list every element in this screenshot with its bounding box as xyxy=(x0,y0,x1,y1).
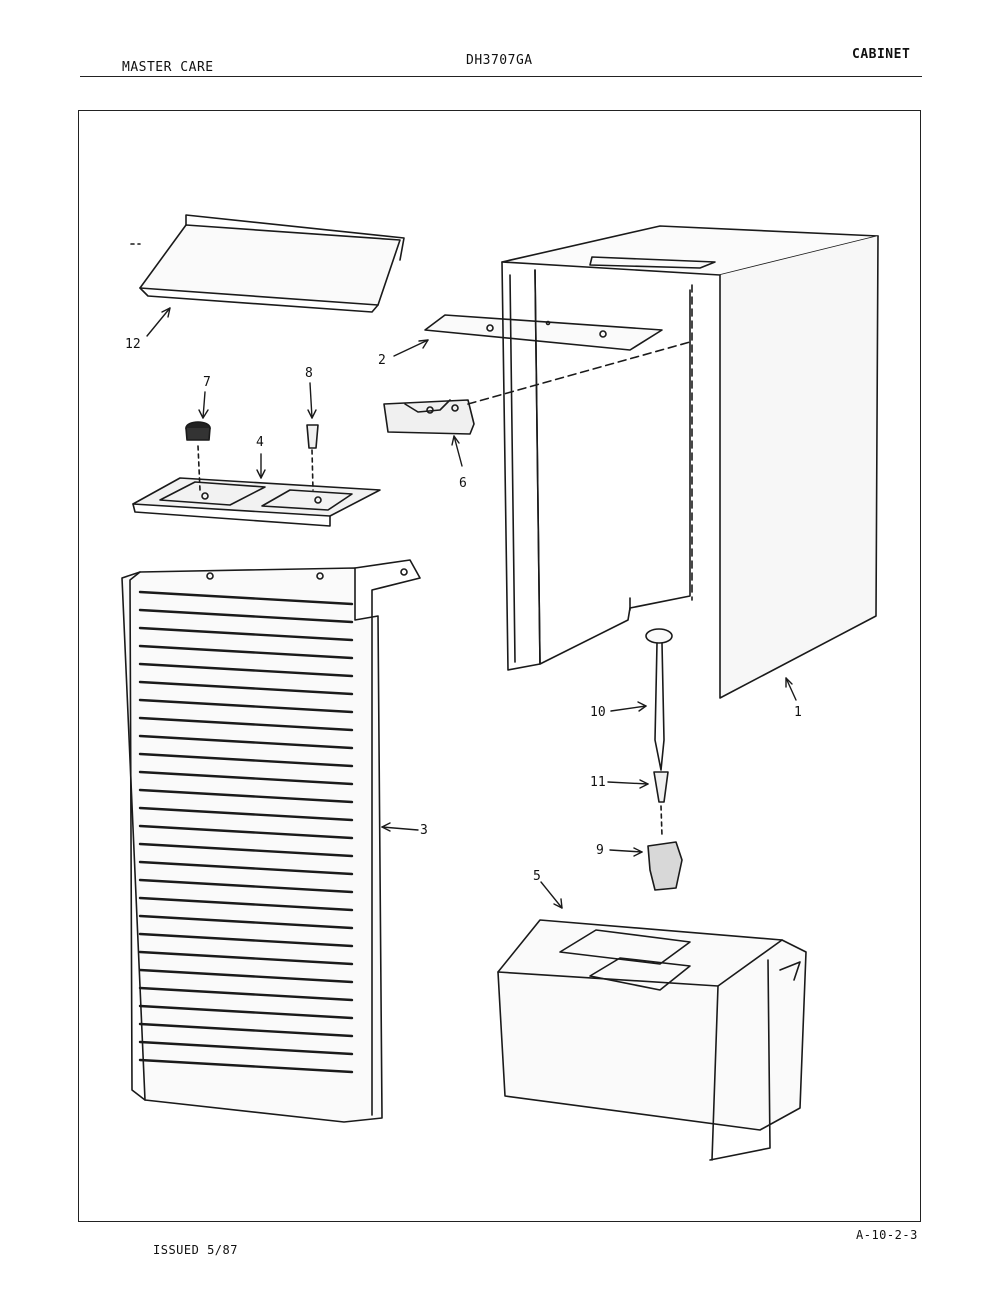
page-code: A-10-2-3 xyxy=(856,1228,918,1242)
part-4-panel xyxy=(132,477,381,527)
section-title: CABINET xyxy=(852,47,911,62)
callout-4: 4 xyxy=(256,435,264,450)
callout-10: 10 xyxy=(590,705,606,720)
callout-12: 12 xyxy=(125,337,141,352)
part-3-grille xyxy=(121,559,421,1123)
callout-9: 9 xyxy=(596,843,604,858)
part-8-pin xyxy=(306,424,319,491)
callout-7: 7 xyxy=(203,375,211,390)
callout-2: 2 xyxy=(378,353,386,368)
part-10-rod xyxy=(645,628,673,771)
callout-1: 1 xyxy=(794,705,802,720)
callout-11: 11 xyxy=(590,775,606,790)
diagram-frame xyxy=(78,110,921,1222)
part-9-float xyxy=(647,841,683,891)
part-11-tip xyxy=(653,771,669,837)
leader-lines xyxy=(146,307,797,909)
part-12-tray xyxy=(130,214,405,313)
header-rule xyxy=(80,76,922,77)
part-1-cabinet xyxy=(501,225,879,699)
model-number: DH3707GA xyxy=(466,53,533,68)
part-5-bucket xyxy=(497,919,807,1161)
part-2-plate xyxy=(424,314,663,351)
issued-date: ISSUED 5/87 xyxy=(153,1243,238,1257)
part-7-knob xyxy=(185,421,211,491)
part-6-bracket xyxy=(383,341,691,435)
brand-label: MASTER CARE xyxy=(122,60,214,75)
callout-5: 5 xyxy=(533,869,541,884)
callout-6: 6 xyxy=(459,476,467,491)
callout-8: 8 xyxy=(305,366,313,381)
callout-3: 3 xyxy=(420,823,428,838)
